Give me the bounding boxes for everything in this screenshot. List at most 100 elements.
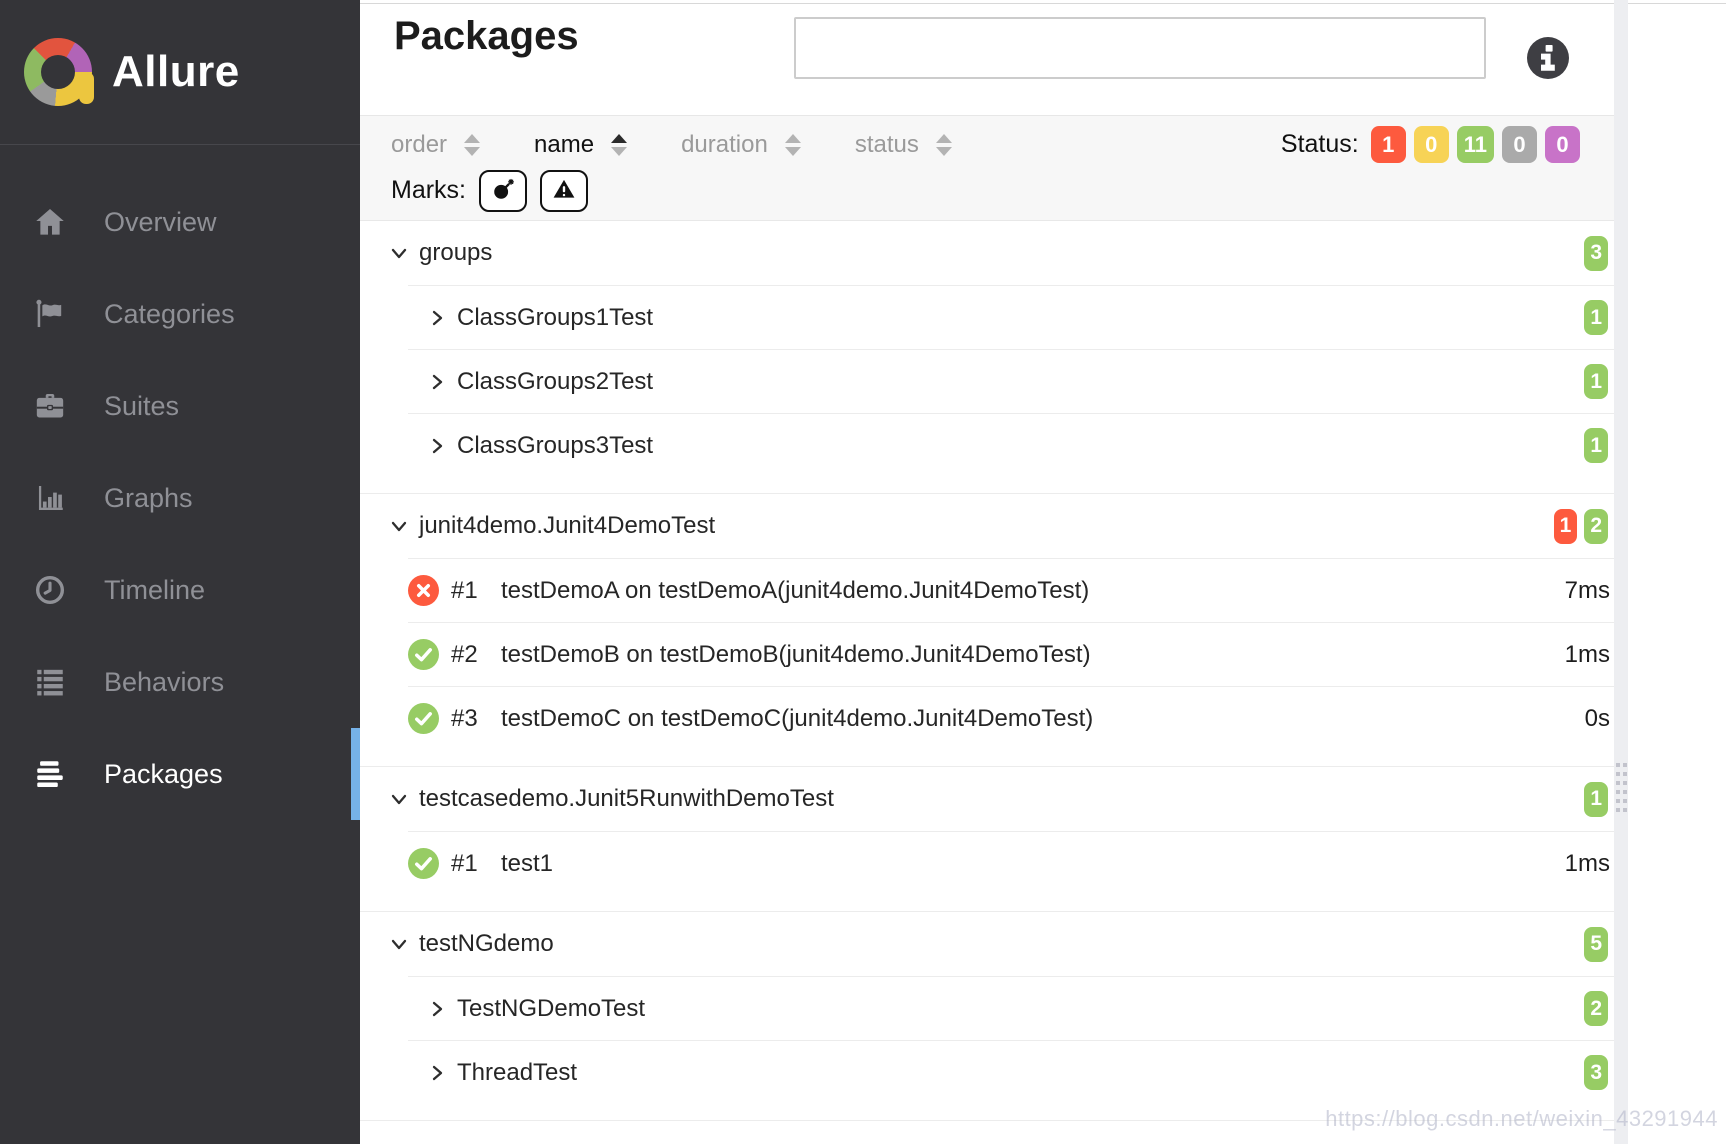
sidebar-item-label: Behaviors bbox=[104, 666, 225, 697]
test-row[interactable]: #3 testDemoC on testDemoC(junit4demo.Jun… bbox=[408, 686, 1614, 750]
count-badge: 2 bbox=[1584, 991, 1608, 1026]
info-icon bbox=[1526, 37, 1570, 83]
info-button[interactable] bbox=[1526, 36, 1570, 80]
sidebar-item-label: Suites bbox=[104, 390, 180, 421]
status-label: Status: bbox=[1280, 130, 1359, 158]
pane-splitter-track bbox=[1614, 0, 1628, 1144]
mark-flaky-button[interactable] bbox=[479, 169, 527, 212]
sort-arrows-icon bbox=[464, 133, 481, 156]
package-row[interactable]: ClassGroups3Test 1 bbox=[408, 413, 1614, 477]
package-name: ClassGroups2Test bbox=[457, 367, 654, 395]
sidebar-item-overview[interactable]: Overview bbox=[0, 176, 360, 268]
packages-tree: groups 3 ClassGroups1Test 1 ClassGroups2… bbox=[360, 221, 1614, 1121]
search-input[interactable] bbox=[794, 17, 1486, 79]
sorter-order[interactable]: order bbox=[391, 130, 481, 159]
package-name: testcasedemo.Junit5RunwithDemoTest bbox=[419, 785, 834, 812]
brand-name: Allure bbox=[112, 47, 240, 96]
sidebar-item-label: Categories bbox=[104, 298, 235, 329]
count-badge: 3 bbox=[1584, 1055, 1608, 1090]
test-order: #1 bbox=[451, 849, 478, 877]
test-duration: 1ms bbox=[1564, 849, 1610, 877]
package-group-row[interactable]: groups 3 bbox=[360, 221, 1614, 285]
sidebar-item-behaviors[interactable]: Behaviors bbox=[0, 636, 360, 728]
warning-icon bbox=[551, 176, 577, 205]
count-badge: 1 bbox=[1584, 428, 1608, 463]
status-toggle-broken[interactable]: 0 bbox=[1413, 126, 1449, 163]
home-icon bbox=[32, 204, 68, 240]
sidebar-item-label: Graphs bbox=[104, 482, 193, 513]
sidebar-item-label: Packages bbox=[104, 758, 223, 789]
marks-row: Marks: bbox=[360, 167, 1614, 214]
package-group-row[interactable]: junit4demo.Junit4DemoTest 1 2 bbox=[360, 494, 1614, 558]
sidebar-item-packages[interactable]: Packages bbox=[0, 728, 360, 820]
test-row[interactable]: #1 testDemoA on testDemoA(junit4demo.Jun… bbox=[408, 558, 1614, 622]
pane-splitter-handle[interactable] bbox=[1616, 763, 1628, 817]
package-section-testcasedemo: testcasedemo.Junit5RunwithDemoTest 1 #1 … bbox=[360, 767, 1614, 912]
main-panel: Packages order name duration bbox=[360, 0, 1726, 1144]
page-title: Packages bbox=[394, 14, 579, 58]
sidebar-item-categories[interactable]: Categories bbox=[0, 268, 360, 360]
chevron-right-icon bbox=[426, 998, 448, 1020]
test-row[interactable]: #1 test1 1ms bbox=[408, 831, 1614, 895]
count-badge: 5 bbox=[1584, 926, 1608, 962]
sort-filter-bar: order name duration status Status: bbox=[360, 115, 1614, 221]
package-name: TestNGDemoTest bbox=[457, 994, 646, 1022]
passed-status-icon bbox=[408, 848, 439, 879]
package-group-row[interactable]: testcasedemo.Junit5RunwithDemoTest 1 bbox=[360, 767, 1614, 831]
test-name: test1 bbox=[501, 849, 554, 877]
passed-status-icon bbox=[408, 703, 439, 734]
status-toggle-failed[interactable]: 1 bbox=[1370, 126, 1406, 163]
count-badge: 1 bbox=[1584, 781, 1608, 817]
package-name: ClassGroups1Test bbox=[457, 303, 654, 331]
count-badge-failed: 1 bbox=[1553, 508, 1578, 544]
brand-logo[interactable]: Allure bbox=[0, 0, 360, 145]
package-row[interactable]: ThreadTest 3 bbox=[408, 1040, 1614, 1104]
test-name: testDemoA on testDemoA(junit4demo.Junit4… bbox=[501, 576, 1090, 604]
count-badge: 1 bbox=[1584, 364, 1608, 399]
sorter-duration[interactable]: duration bbox=[681, 131, 801, 159]
package-name: ClassGroups3Test bbox=[457, 431, 654, 459]
flag-icon bbox=[32, 296, 68, 332]
status-toggle-unknown[interactable]: 0 bbox=[1545, 126, 1580, 163]
chevron-right-icon bbox=[426, 1062, 448, 1084]
passed-status-icon bbox=[408, 639, 439, 670]
align-left-icon bbox=[32, 756, 68, 792]
sidebar-item-label: Overview bbox=[104, 206, 217, 237]
sidebar: Allure Overview Categories Suites bbox=[0, 0, 360, 1144]
chevron-down-icon bbox=[388, 788, 410, 810]
test-duration: 0s bbox=[1584, 704, 1610, 732]
package-name: ThreadTest bbox=[457, 1058, 578, 1086]
clock-icon bbox=[32, 572, 68, 608]
package-section-testngdemo: testNGdemo 5 TestNGDemoTest 2 ThreadTest… bbox=[360, 912, 1614, 1121]
top-divider bbox=[360, 3, 1726, 4]
package-group-row[interactable]: testNGdemo 5 bbox=[360, 912, 1614, 976]
status-toggle-skipped[interactable]: 0 bbox=[1502, 126, 1537, 163]
sort-arrows-icon bbox=[784, 133, 801, 156]
package-row[interactable]: ClassGroups2Test 1 bbox=[408, 349, 1614, 413]
package-section-groups: groups 3 ClassGroups1Test 1 ClassGroups2… bbox=[360, 221, 1614, 494]
sidebar-item-timeline[interactable]: Timeline bbox=[0, 544, 360, 636]
briefcase-icon bbox=[32, 388, 68, 424]
sorter-status[interactable]: status bbox=[855, 131, 952, 159]
sort-arrows-icon bbox=[611, 133, 628, 156]
sidebar-item-suites[interactable]: Suites bbox=[0, 360, 360, 452]
chevron-down-icon bbox=[388, 515, 410, 537]
package-row[interactable]: TestNGDemoTest 2 bbox=[408, 976, 1614, 1040]
sorter-name[interactable]: name bbox=[534, 131, 628, 159]
sidebar-item-label: Timeline bbox=[104, 574, 206, 605]
sorter-label: order bbox=[391, 130, 448, 158]
sorter-label: status bbox=[854, 130, 919, 158]
status-toggle-passed[interactable]: 11 bbox=[1456, 126, 1494, 163]
test-name: testDemoB on testDemoB(junit4demo.Junit4… bbox=[501, 640, 1091, 668]
mark-failed-button[interactable] bbox=[540, 169, 588, 212]
list-icon bbox=[32, 664, 68, 700]
chevron-right-icon bbox=[426, 371, 448, 393]
sort-arrows-icon bbox=[935, 133, 952, 156]
marks-label: Marks: bbox=[391, 176, 466, 204]
sidebar-item-graphs[interactable]: Graphs bbox=[0, 452, 360, 544]
package-row[interactable]: ClassGroups1Test 1 bbox=[408, 285, 1614, 349]
test-row[interactable]: #2 testDemoB on testDemoB(junit4demo.Jun… bbox=[408, 622, 1614, 686]
page-header: Packages bbox=[360, 0, 1726, 115]
test-order: #2 bbox=[451, 640, 478, 668]
